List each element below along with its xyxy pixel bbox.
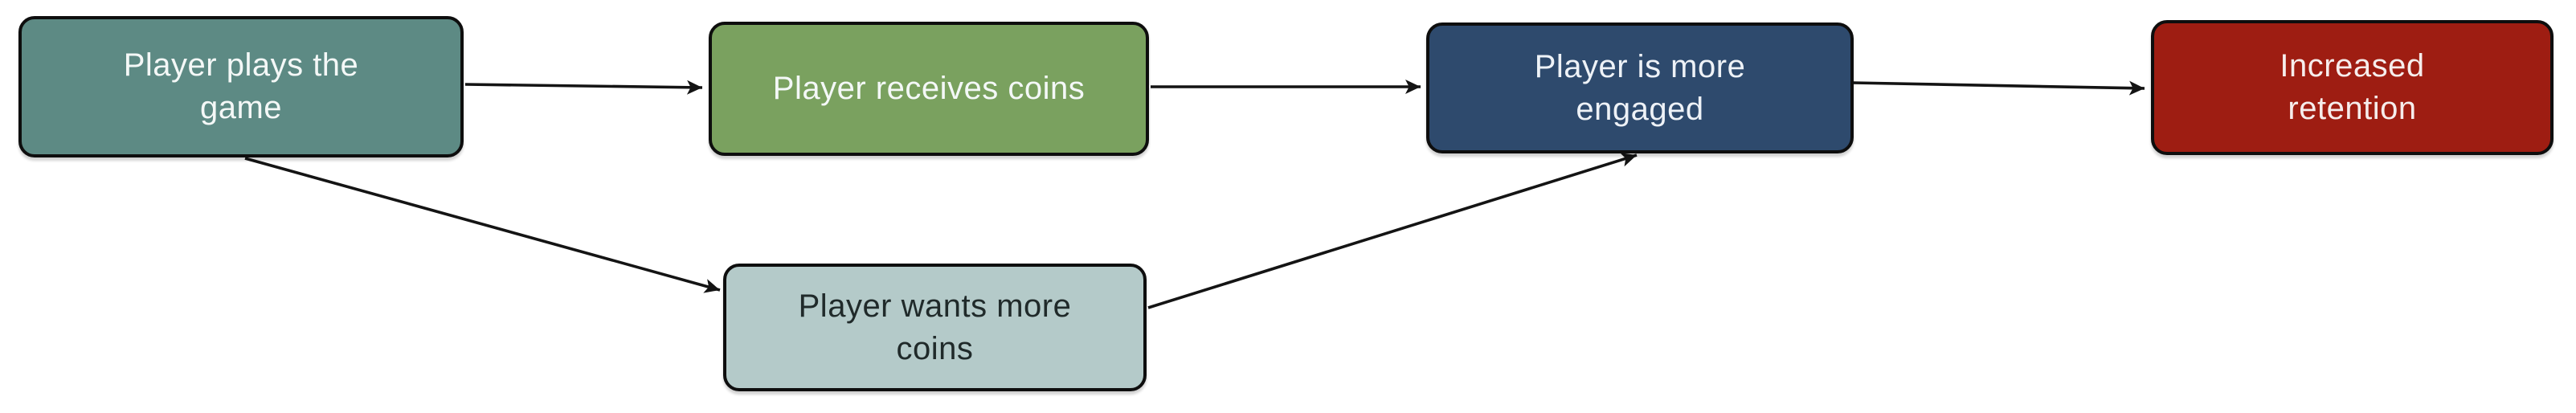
node-player-wants-more-coins[interactable]: Player wants more coins [723,264,1147,391]
node-player-receives-coins-label: Player receives coins [772,71,1086,106]
node-player-plays-the-game[interactable]: Player plays the game [18,16,464,157]
edge-engaged-to-retention-line[interactable] [1852,80,2145,96]
node-increased-retention-label: Increased retention [2280,48,2425,126]
node-player-receives-coins[interactable]: Player receives coins [709,22,1149,156]
edge-plays-to-receives-line[interactable] [464,80,703,95]
node-player-wants-more-coins-label: Player wants more coins [798,288,1072,366]
edge-wants-to-engaged-line[interactable] [1147,153,1638,309]
edge-plays-to-wants-line[interactable] [244,157,721,293]
node-player-plays-the-game-label: Player plays the game [123,47,359,125]
node-increased-retention[interactable]: Increased retention [2151,20,2554,155]
node-player-is-more-engaged[interactable]: Player is more engaged [1426,22,1854,153]
edge-plays-to-wants [244,157,721,293]
edge-plays-to-receives [464,80,703,95]
edge-wants-to-engaged [1147,153,1638,309]
node-player-is-more-engaged-label: Player is more engaged [1534,48,1746,127]
edge-engaged-to-retention [1852,80,2145,96]
